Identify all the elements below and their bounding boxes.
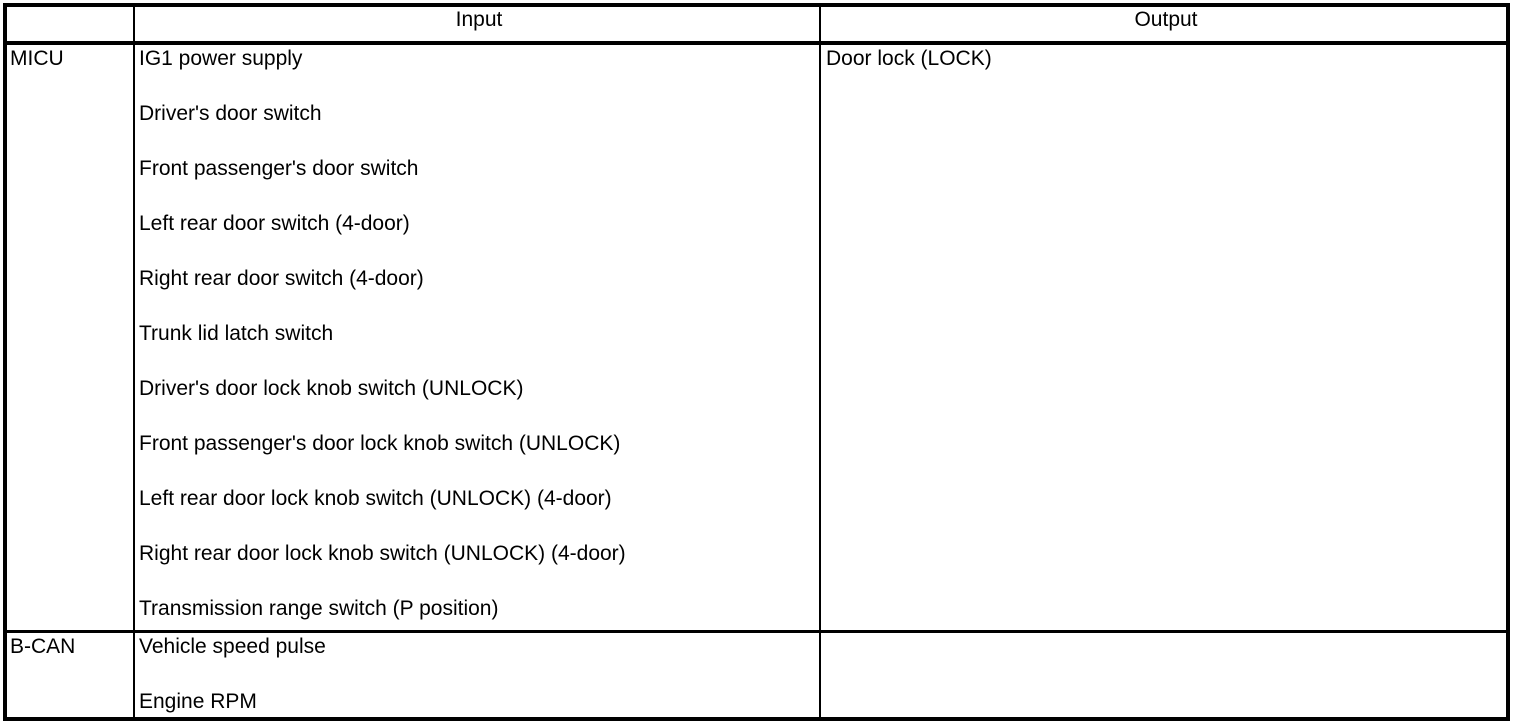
- row-label-bcan: B-CAN: [7, 633, 135, 717]
- input-item: Left rear door switch (4-door): [139, 212, 410, 235]
- input-item: Right rear door lock knob switch (UNLOCK…: [139, 542, 626, 565]
- input-item: Front passenger's door lock knob switch …: [139, 432, 621, 455]
- micu-output-cell: Door lock (LOCK): [821, 45, 1506, 630]
- input-item: Front passenger's door switch: [139, 157, 419, 180]
- input-item: Engine RPM: [139, 690, 257, 713]
- bcan-input-list: Vehicle speed pulse Engine RPM: [135, 633, 821, 717]
- header-cell-input: Input: [135, 7, 821, 41]
- input-item: Driver's door lock knob switch (UNLOCK): [139, 377, 524, 400]
- input-item: Left rear door lock knob switch (UNLOCK)…: [139, 487, 612, 510]
- input-item: Driver's door switch: [139, 102, 322, 125]
- table-row-micu: MICU IG1 power supply Driver's door swit…: [7, 45, 1506, 633]
- header-row: Input Output: [7, 7, 1506, 45]
- input-output-table: Input Output MICU IG1 power supply Drive…: [3, 3, 1510, 721]
- input-item: Transmission range switch (P position): [139, 597, 499, 620]
- table-row-bcan: B-CAN Vehicle speed pulse Engine RPM: [7, 633, 1506, 717]
- output-item: [826, 635, 1506, 690]
- input-item: Right rear door switch (4-door): [139, 267, 424, 290]
- input-item: Vehicle speed pulse: [139, 635, 326, 658]
- header-cell-output: Output: [1134, 8, 1198, 31]
- row-label-micu: MICU: [7, 45, 135, 630]
- output-item: Door lock (LOCK): [826, 47, 992, 70]
- input-item: Trunk lid latch switch: [139, 322, 334, 345]
- bcan-output-cell: [821, 633, 1506, 717]
- input-item: IG1 power supply: [139, 47, 303, 70]
- header-corner-cell: [7, 7, 135, 41]
- micu-input-list: IG1 power supply Driver's door switch Fr…: [135, 45, 821, 630]
